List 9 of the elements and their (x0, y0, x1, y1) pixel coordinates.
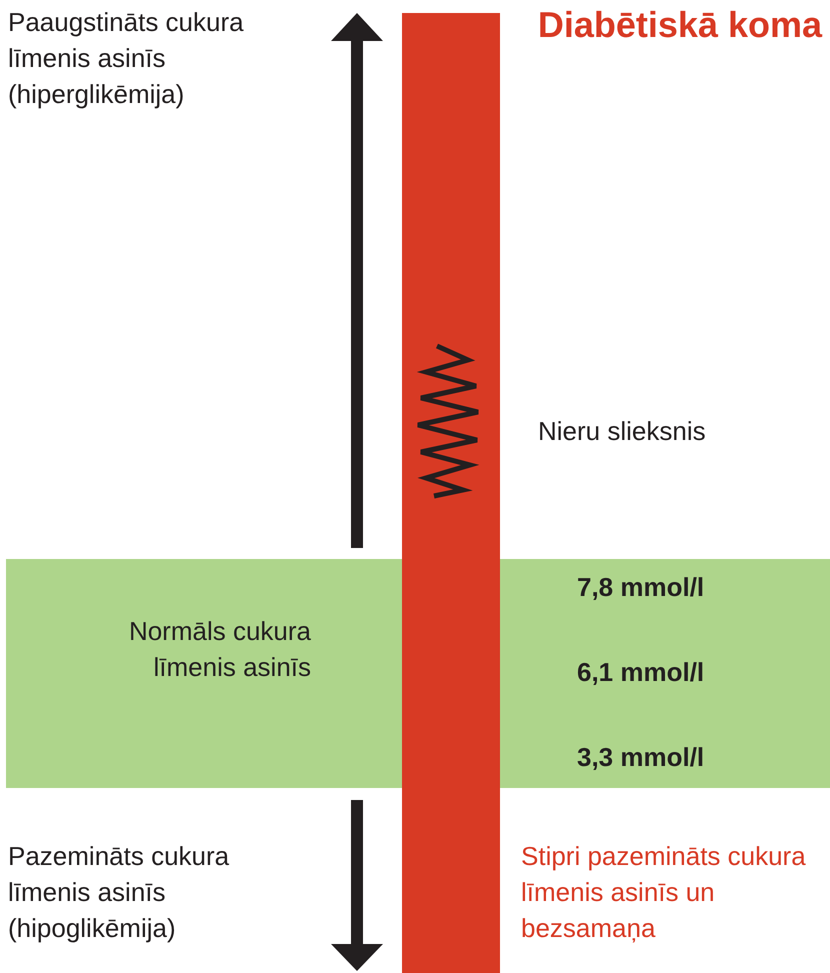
range-label: Paaugstināts cukura līmenis asinīs (hiperglikēmija) (8, 6, 245, 111)
heading: Diabētiskā koma (536, 3, 822, 47)
range-label: Pazemināts cukura līmenis asinīs (hipoglikēmija) (8, 840, 230, 945)
threshold-label: Nieru slieksnis (538, 415, 707, 448)
value-label: 6,1 mmol/l (577, 656, 706, 689)
value-label: 3,3 mmol/l (577, 741, 706, 774)
range-label: Normāls cukura līmenis asinīs (128, 615, 311, 684)
value-label: 7,8 mmol/l (577, 571, 706, 604)
warning-label: Stipri pazemināts cukura līmenis asinīs un bezsamaņa (521, 840, 807, 945)
